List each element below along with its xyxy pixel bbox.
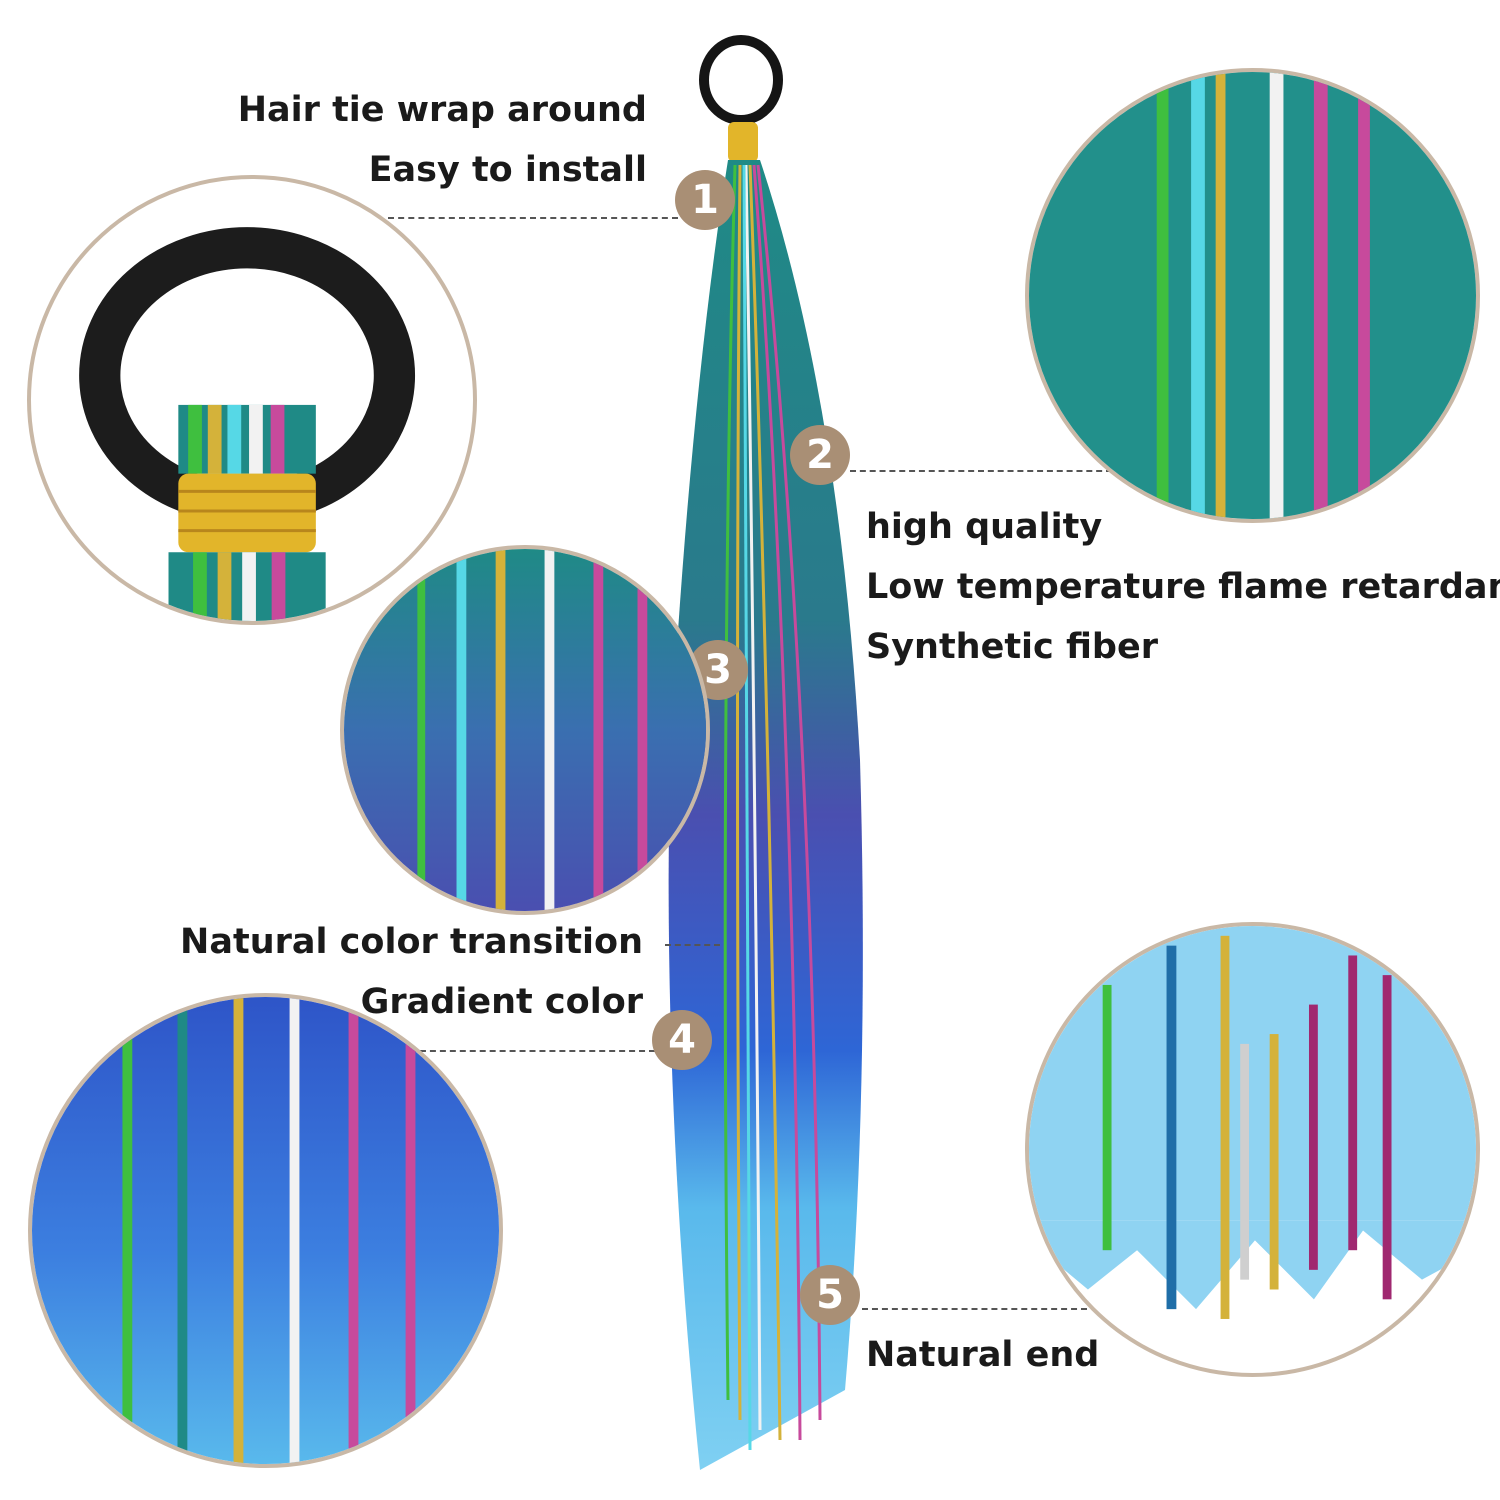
callout-1-line1: Hair tie wrap around	[237, 90, 647, 130]
callout-2-line1: high quality	[866, 507, 1103, 547]
badge-2: 2	[790, 425, 850, 485]
badge-5: 5	[800, 1265, 860, 1325]
tinsel-strands	[723, 164, 822, 1451]
detail-circle-top-strands	[1025, 68, 1480, 523]
callout-2-line2: Low temperature flame retardant	[866, 567, 1500, 607]
callout-5-line1: Natural end	[866, 1335, 1100, 1375]
hair-tie-closeup	[79, 227, 416, 621]
callout-1-leader	[388, 217, 678, 219]
callout-4-line2: Gradient color	[360, 982, 643, 1022]
callout-4-leader	[410, 1050, 655, 1052]
strands-closeup-gradient	[344, 549, 706, 911]
strands-closeup-blue	[32, 997, 499, 1464]
detail-circle-hair-tie	[27, 175, 477, 625]
badge-1: 1	[675, 170, 735, 230]
strands-closeup-teal	[1029, 72, 1476, 519]
callout-5-leader	[862, 1308, 1087, 1310]
detail-circle-middle-strands	[340, 545, 710, 915]
callout-4-leader-upper	[665, 944, 720, 946]
strands-closeup-ends	[1029, 926, 1476, 1319]
gold-wrap	[728, 122, 758, 162]
callout-2-line3: Synthetic fiber	[866, 627, 1158, 667]
callout-2-leader	[850, 470, 1112, 472]
detail-circle-ends	[1025, 922, 1480, 1377]
badge-4: 4	[652, 1010, 712, 1070]
detail-circle-bottom-left-strands	[28, 993, 503, 1468]
hair-tie-loop	[699, 35, 783, 125]
callout-1-line2: Easy to install	[368, 150, 647, 190]
hair-body	[668, 160, 863, 1470]
callout-4-line1: Natural color transition	[180, 922, 643, 962]
